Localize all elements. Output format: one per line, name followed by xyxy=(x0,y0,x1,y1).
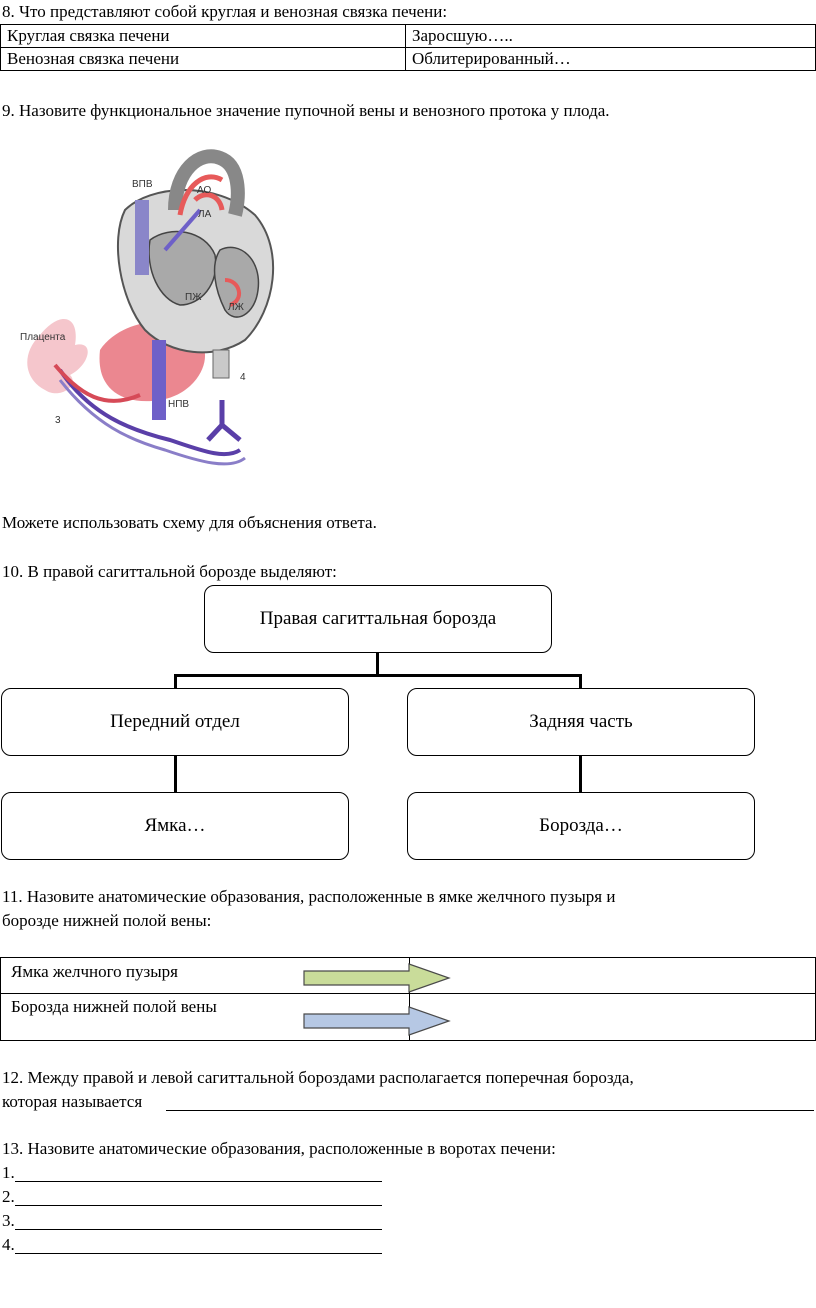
table-cell: Ямка желчного пузыря xyxy=(11,962,178,981)
umbilical-artery-2 xyxy=(58,379,246,466)
column-divider xyxy=(409,958,410,1040)
diagram-box-top: Правая сагиттальная борозда xyxy=(204,585,552,653)
table-cell: Круглая связка печени xyxy=(0,24,406,48)
q11-title-line1: 11. Назовите анатомические образования, … xyxy=(2,887,616,906)
answer-line[interactable] xyxy=(15,1253,382,1254)
label-3: 3 xyxy=(55,415,61,426)
connector xyxy=(174,674,582,677)
diagram-box-left-bottom: Ямка… xyxy=(1,792,349,860)
answer-line[interactable] xyxy=(166,1110,814,1111)
label-npv: НПВ xyxy=(168,399,189,410)
answer-line[interactable] xyxy=(15,1229,382,1230)
umbilical-artery xyxy=(58,368,242,457)
placenta-shape xyxy=(27,318,88,394)
table-cell: Заросшую….. xyxy=(405,24,816,48)
arrow-right-icon xyxy=(303,1006,451,1036)
table-cell: Облитерированный… xyxy=(405,47,816,71)
flow-arrow-icon xyxy=(224,278,241,307)
table-row: Венозная связка печени Облитерированный… xyxy=(0,47,816,71)
label-vpv: ВПВ xyxy=(132,179,153,190)
label-pzh: ПЖ xyxy=(185,292,202,303)
q12-line1: 12. Между правой и левой сагиттальной бо… xyxy=(2,1068,634,1087)
connector xyxy=(174,674,177,688)
connector xyxy=(579,674,582,688)
descending-aorta xyxy=(212,349,230,379)
q9-title: 9. Назовите функциональное значение пупо… xyxy=(2,101,610,120)
diagram-box-left-mid: Передний отдел xyxy=(1,688,349,756)
q13-item-3: 3. xyxy=(2,1211,15,1230)
q8-title: 8. Что представляют собой круглая и вено… xyxy=(2,2,448,21)
umbilical-vein xyxy=(53,363,141,403)
connector xyxy=(579,756,582,792)
diagram-box-right-mid: Задняя часть xyxy=(407,688,755,756)
connector xyxy=(174,756,177,792)
label-lzh: ЛЖ xyxy=(228,302,245,313)
fetal-circulation-diagram: ВПВ АО ЛА ПЖ ЛЖ Плацента НПВ 3 4 xyxy=(20,149,275,466)
q13-item-2: 2. xyxy=(2,1187,15,1206)
row-divider xyxy=(1,993,815,994)
q13-item-1: 1. xyxy=(2,1163,15,1182)
svc-vessel xyxy=(135,200,149,275)
label-placenta: Плацента xyxy=(20,332,66,343)
q11-title-line2: борозде нижней полой вены: xyxy=(2,911,212,930)
iliac-arteries xyxy=(206,400,242,442)
q10-title: 10. В правой сагиттальной борозде выделя… xyxy=(2,562,337,581)
flow-arrow-icon xyxy=(193,192,225,211)
answer-line[interactable] xyxy=(15,1205,382,1206)
q9-note: Можете использовать схему для объяснения… xyxy=(2,513,377,532)
table-cell: Венозная связка печени xyxy=(0,47,406,71)
label-4: 4 xyxy=(240,372,246,383)
q8-table: Круглая связка печени Заросшую….. Венозн… xyxy=(0,24,816,71)
arrow-right-shape xyxy=(303,1006,451,1036)
label-ao: АО xyxy=(197,185,211,196)
ivc-vessel xyxy=(152,340,166,420)
aorta-shape xyxy=(168,149,245,217)
arrow-right-icon xyxy=(303,963,451,993)
table-row: Круглая связка печени Заросшую….. xyxy=(0,24,816,48)
table-cell: Борозда нижней полой вены xyxy=(11,997,217,1016)
q11-table: Ямка желчного пузыря Борозда нижней поло… xyxy=(0,957,816,1041)
flow-arrow-icon xyxy=(163,208,202,252)
left-ventricle-shape xyxy=(213,246,260,318)
diagram-box-right-bottom: Борозда… xyxy=(407,792,755,860)
aorta-flow-arrow xyxy=(177,174,224,216)
answer-line[interactable] xyxy=(15,1181,382,1182)
label-la: ЛА xyxy=(198,209,212,220)
q12-line2: которая называется xyxy=(2,1092,143,1111)
q13-item-4: 4. xyxy=(2,1235,15,1254)
arrow-right-shape xyxy=(303,963,451,993)
connector xyxy=(376,653,379,675)
q13-title: 13. Назовите анатомические образования, … xyxy=(2,1139,556,1158)
